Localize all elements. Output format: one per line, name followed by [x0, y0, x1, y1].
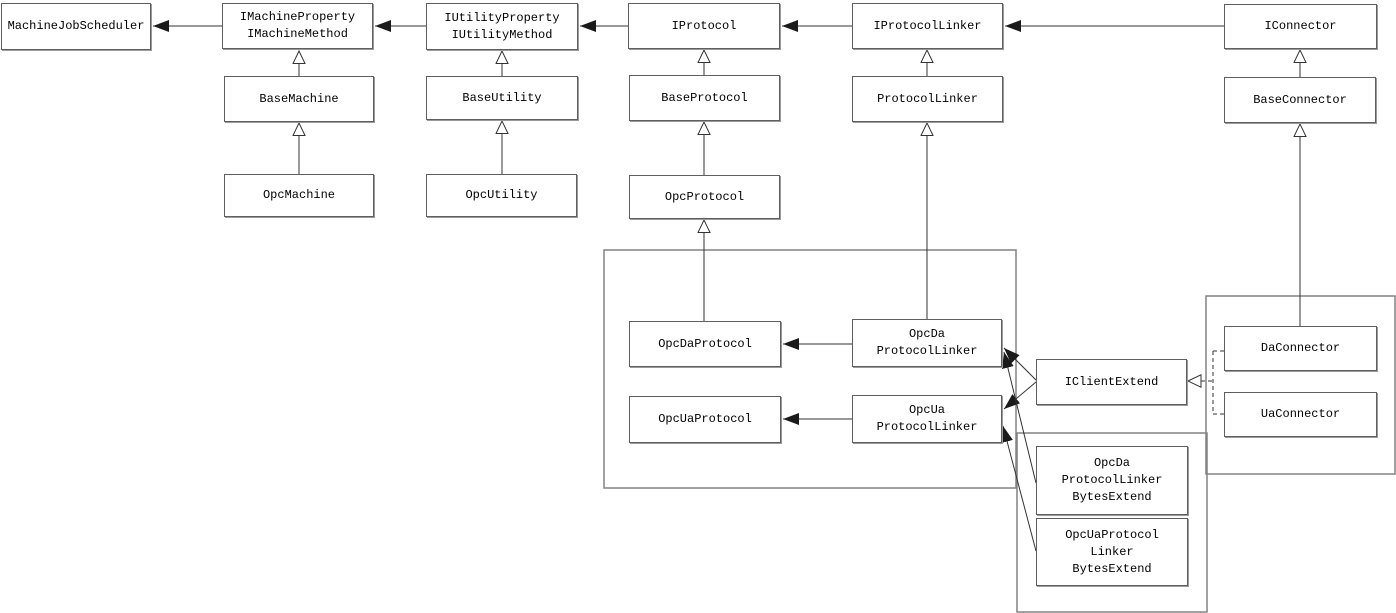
class-box-machinejobscheduler[interactable]: MachineJobScheduler [1, 3, 151, 50]
class-box-opcmachine[interactable]: OpcMachine [224, 174, 374, 217]
class-label: BaseMachine [259, 91, 339, 106]
class-label: OpcDa [1093, 456, 1130, 470]
class-box-daconnector[interactable]: DaConnector [1224, 326, 1377, 371]
class-label: BaseProtocol [661, 90, 748, 105]
class-label: ProtocolLinker [876, 420, 978, 434]
class-label: IClientExtend [1064, 374, 1159, 389]
class-label: IMachineMethod [247, 27, 348, 41]
edge-iclientextend-to-opcdalinker [1003, 347, 1037, 381]
class-label: IUtilityMethod [451, 27, 553, 42]
class-label: IProtocol [671, 18, 737, 33]
opc-protocol-group-frame [603, 249, 1017, 489]
class-box-opcutility[interactable]: OpcUtility [426, 174, 577, 217]
class-box-baseconnector[interactable]: BaseConnector [1224, 77, 1376, 123]
class-label: BaseUtility [462, 90, 542, 105]
edge-opcdabytesextend-to-opcdalinker [1001, 351, 1037, 484]
class-label: MachineJobScheduler [7, 19, 145, 33]
class-label: OpcDa [908, 327, 945, 341]
class-box-iprotocol[interactable]: IProtocol [628, 3, 780, 49]
class-label: Linker [1090, 544, 1134, 559]
class-box-opcdaprotocollinker[interactable]: OpcDa ProtocolLinker [852, 319, 1002, 367]
class-label: OpcUa [908, 403, 945, 417]
class-label: ProtocolLinker [1061, 473, 1163, 487]
class-box-basemachine[interactable]: BaseMachine [224, 76, 374, 122]
class-box-baseprotocol[interactable]: BaseProtocol [629, 75, 780, 121]
class-box-iutilityproperty-iutilitymethod[interactable]: IUtilityProperty IUtilityMethod [426, 3, 578, 50]
class-label: OpcUtility [465, 188, 538, 202]
class-label: ProtocolLinker [877, 91, 978, 106]
class-box-opcdaprotocol[interactable]: OpcDaProtocol [629, 321, 781, 367]
class-label: BytesExtend [1072, 561, 1152, 576]
class-label: OpcProtocol [664, 189, 745, 204]
class-label: IMachineProperty [239, 10, 356, 24]
class-box-opcuaprotocollinker[interactable]: OpcUa ProtocolLinker [852, 395, 1002, 443]
class-label: OpcDaProtocol [658, 336, 752, 351]
class-box-imachineproperty-imachinemethod[interactable]: IMachineProperty IMachineMethod [222, 3, 373, 49]
class-label: IUtilityProperty [444, 10, 560, 25]
class-label: OpcUaProtocol [658, 412, 752, 426]
class-box-uaconnector[interactable]: UaConnector [1224, 392, 1377, 437]
class-box-iclientextend[interactable]: IClientExtend [1036, 359, 1187, 405]
class-box-baseutility[interactable]: BaseUtility [426, 76, 578, 120]
realization-triangle [1186, 374, 1202, 388]
class-box-protocollinker[interactable]: ProtocolLinker [852, 76, 1003, 122]
class-label: OpcUaProtocol [1065, 527, 1159, 542]
class-label: BytesExtend [1072, 490, 1152, 504]
class-box-opcdaprotocollinkerbytesextend[interactable]: OpcDa ProtocolLinker BytesExtend [1036, 446, 1188, 515]
class-box-opcuaprotocollinkerbytesextend[interactable]: OpcUaProtocol Linker BytesExtend [1036, 518, 1188, 586]
class-label: BaseConnector [1253, 92, 1347, 107]
edge-opcuabytesextend-to-opcualinker [1001, 425, 1037, 552]
class-label: IConnector [1264, 19, 1337, 33]
class-box-opcuaprotocol[interactable]: OpcUaProtocol [629, 396, 781, 443]
class-box-iprotocollinker[interactable]: IProtocolLinker [852, 3, 1003, 49]
class-label: UaConnector [1260, 407, 1341, 421]
edge-iclientextend-to-opcualinker [1003, 381, 1037, 410]
class-label: ProtocolLinker [876, 344, 978, 358]
bytes-extend-group-frame [1016, 432, 1208, 613]
class-label: DaConnector [1260, 341, 1341, 355]
class-label: OpcMachine [262, 188, 335, 202]
class-box-iconnector[interactable]: IConnector [1224, 4, 1377, 49]
class-label: IProtocolLinker [873, 18, 982, 33]
class-box-opcprotocol[interactable]: OpcProtocol [629, 175, 780, 219]
